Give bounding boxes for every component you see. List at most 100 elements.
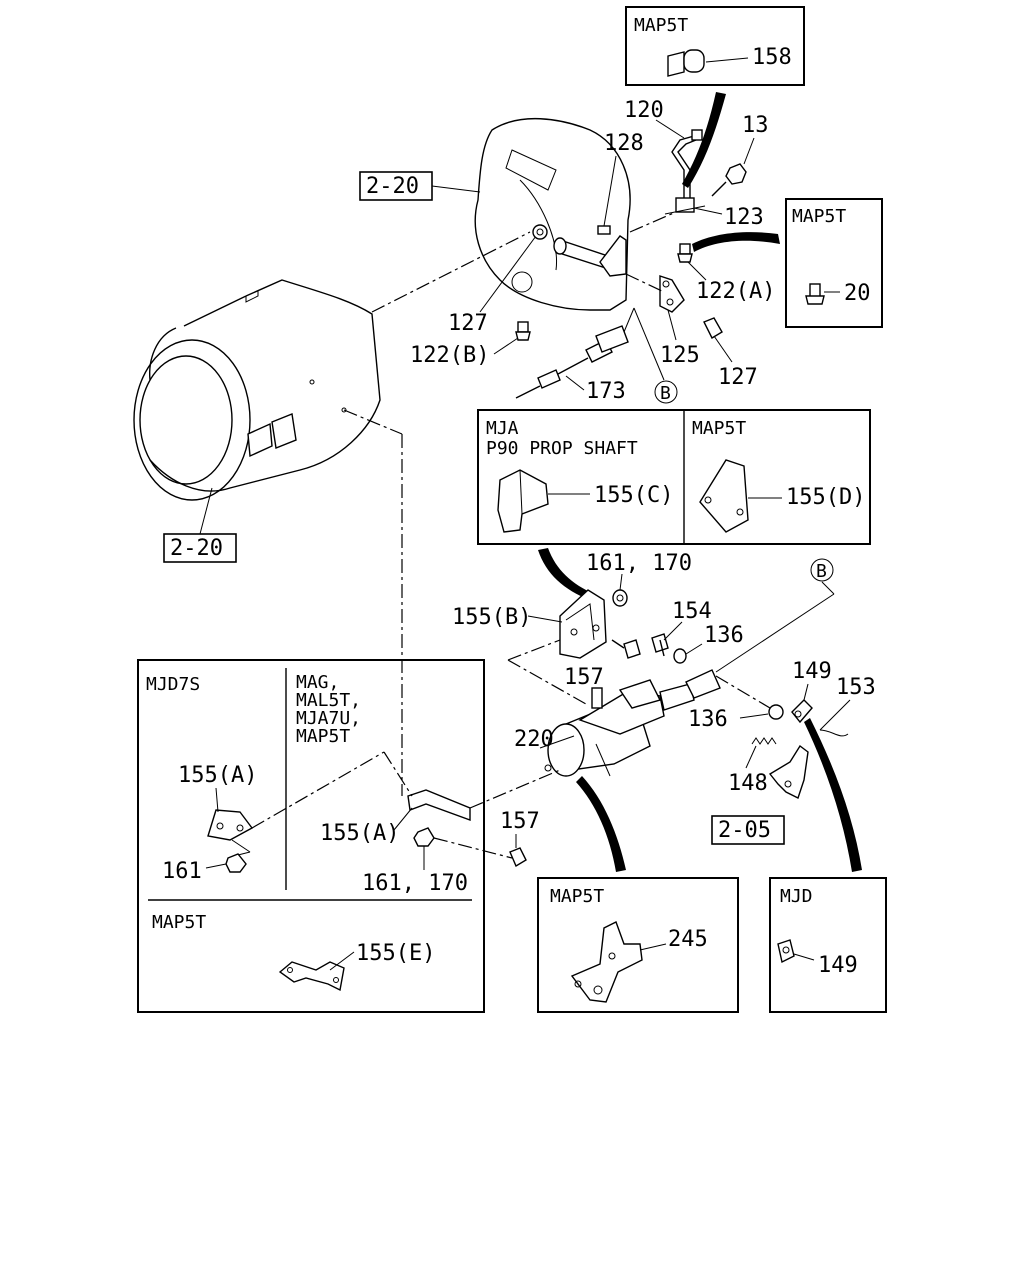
- ref-label: 2-05: [718, 818, 771, 843]
- inset-title: MAL5T,: [296, 690, 361, 711]
- inset-title: MAP5T: [692, 418, 746, 439]
- bolt-157-lower: [509, 847, 527, 868]
- callout-128: 128: [604, 131, 644, 156]
- bracket-155a: [407, 789, 471, 821]
- nut-161-inset: [225, 853, 247, 873]
- callout-20: 20: [844, 281, 871, 306]
- inset-prop-shaft: MJA P90 PROP SHAFT MAP5T 155(C) 155(D): [477, 409, 871, 545]
- callout-149-upper: 149: [792, 659, 832, 684]
- washer-161-170-upper: [612, 589, 628, 607]
- callout-127-right: 127: [718, 365, 758, 390]
- inset-title: MJA: [486, 418, 519, 439]
- spring-148: [751, 737, 777, 745]
- callout-220: 220: [514, 727, 554, 752]
- bolt-13: [711, 163, 747, 197]
- inset-mjd: MJD 149: [769, 877, 887, 1013]
- callout-123: 123: [724, 205, 764, 230]
- washer-136-lower: [768, 704, 784, 720]
- bolt-154: [651, 633, 669, 657]
- callout-149-inset: 149: [818, 953, 858, 978]
- inset-title: MAP5T: [792, 206, 846, 227]
- push-rod-173: [515, 325, 629, 399]
- inset-title: MAG,: [296, 672, 339, 693]
- bleeder-122b: [515, 321, 531, 341]
- callout-161-170-upper: 161, 170: [586, 551, 692, 576]
- reference-2-05: 2-05: [711, 815, 785, 845]
- leader-arrow-icon: [576, 776, 626, 872]
- callout-136-lower: 136: [688, 707, 728, 732]
- inset-title: MJA7U,: [296, 708, 361, 729]
- clutch-pipe-120: [664, 129, 706, 215]
- bracket-part-158: [667, 49, 705, 77]
- bracket-155d: [699, 459, 749, 533]
- bracket-245: [570, 921, 643, 1003]
- inset-lower-left: MJD7S MAG, MAL5T, MJA7U, MAP5T MAP5T 155…: [137, 659, 485, 1013]
- inset-map5t-top: MAP5T 158: [625, 6, 805, 86]
- bushing-127-right: [703, 317, 723, 339]
- callout-173: 173: [586, 379, 626, 404]
- callout-245: 245: [668, 927, 708, 952]
- inset-title: MAP5T: [550, 886, 604, 907]
- clevis-149: [791, 699, 813, 724]
- clevis-149-inset: [777, 939, 795, 964]
- callout-161-170-lower: 161, 170: [362, 871, 468, 896]
- inset-title: MAP5T: [634, 15, 688, 36]
- callout-127-left: 127: [448, 311, 488, 336]
- marker-letter-icon: B: [660, 383, 671, 404]
- callout-153: 153: [836, 675, 876, 700]
- reference-2-20-lower: 2-20: [163, 487, 237, 563]
- clutch-housing: [474, 117, 677, 311]
- bushing-127-left: [532, 224, 548, 240]
- clip-128: [597, 225, 611, 235]
- inset-title: MAP5T: [152, 912, 206, 933]
- ref-label: 2-20: [170, 536, 223, 561]
- callout-154: 154: [672, 599, 712, 624]
- callout-122b: 122(B): [410, 343, 489, 368]
- ref-label: 2-20: [366, 174, 419, 199]
- callout-161: 161: [162, 859, 202, 884]
- bracket-155c: [497, 469, 549, 533]
- leader-arrow-icon: [682, 92, 726, 188]
- leader-arrow-icon: [804, 718, 862, 872]
- bracket-155b: [559, 589, 607, 659]
- bleeder-122a: [677, 243, 693, 263]
- callout-155d: 155(D): [786, 485, 865, 510]
- callout-120: 120: [624, 98, 664, 123]
- callout-148: 148: [728, 771, 768, 796]
- callout-122a: 122(A): [696, 279, 775, 304]
- callout-125: 125: [660, 343, 700, 368]
- release-shaft: [553, 235, 685, 313]
- section-marker-b-upper: B: [623, 307, 678, 404]
- bracket-155e: [278, 961, 345, 992]
- callout-13: 13: [742, 113, 769, 138]
- bracket-155a-inset: [207, 809, 254, 841]
- clutch-booster-220: [544, 669, 721, 777]
- transmission-body: [133, 279, 381, 501]
- bolt-157-upper: [611, 639, 641, 659]
- callout-155a-inset: 155(A): [178, 763, 257, 788]
- pin-153: [819, 699, 851, 737]
- callout-155a: 155(A): [320, 821, 399, 846]
- bleeder-part-20: [805, 283, 825, 305]
- reference-2-20-upper: 2-20: [359, 171, 481, 201]
- inset-map5t-right: MAP5T 20: [785, 198, 883, 328]
- callout-155e: 155(E): [356, 941, 435, 966]
- callout-155c: 155(C): [594, 483, 673, 508]
- inset-title: MAP5T: [296, 726, 350, 747]
- washer-136-upper: [673, 648, 687, 664]
- inset-subtitle: P90 PROP SHAFT: [486, 438, 638, 459]
- lever-plate: [768, 744, 809, 799]
- callout-157-lower: 157: [500, 809, 540, 834]
- section-marker-b-lower: B: [715, 558, 835, 673]
- callout-157-upper: 157: [564, 665, 604, 690]
- inset-map5t-bottom: MAP5T 245: [537, 877, 739, 1013]
- leader-arrow-icon: [692, 232, 780, 252]
- nut-161-170-lower: [413, 827, 435, 847]
- inset-title: MJD: [780, 886, 813, 907]
- marker-letter-icon: B: [816, 561, 827, 582]
- callout-155b: 155(B): [452, 605, 531, 630]
- leader-arrow-icon: [538, 548, 594, 600]
- inset-title: MJD7S: [146, 674, 200, 695]
- callout-158: 158: [752, 45, 792, 70]
